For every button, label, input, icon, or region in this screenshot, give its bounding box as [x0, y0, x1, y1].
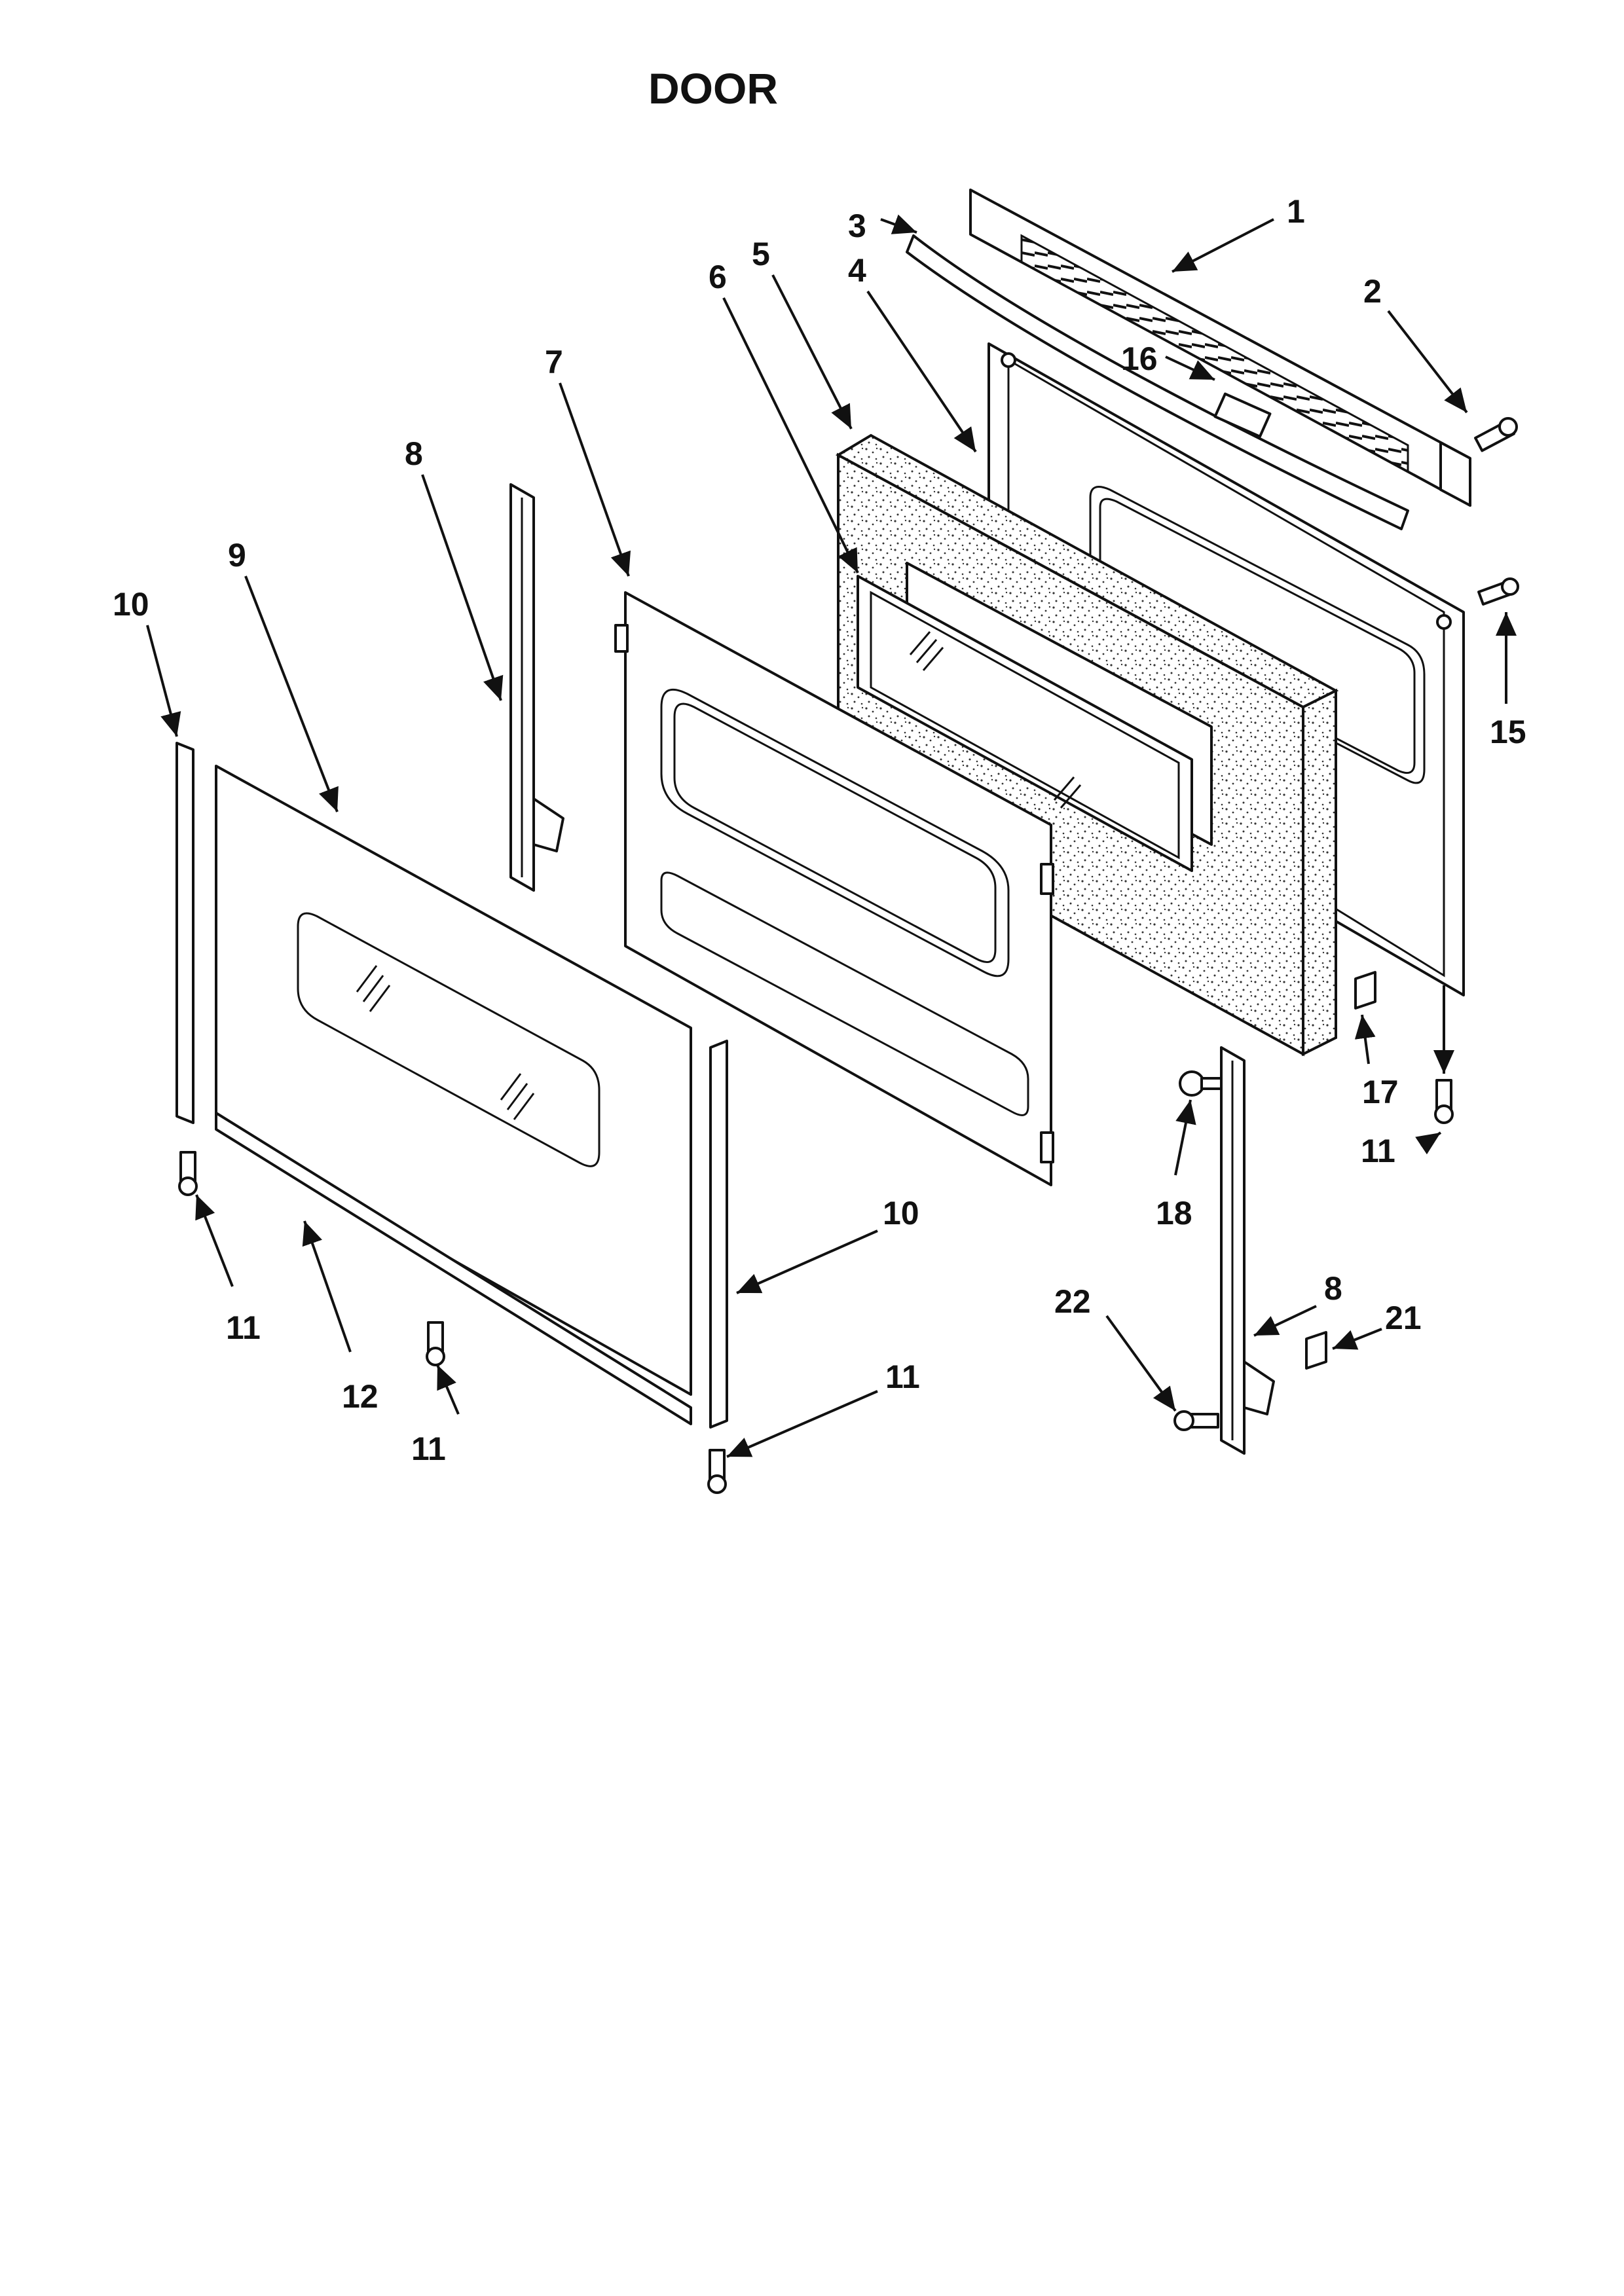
- callout-10-right: 10: [883, 1195, 919, 1231]
- part-17-clip: [1354, 971, 1376, 1010]
- callout-8-left: 8: [405, 435, 423, 472]
- callout-1: 1: [1287, 193, 1305, 230]
- callout-2: 2: [1363, 273, 1382, 310]
- callout-22: 22: [1054, 1283, 1091, 1320]
- part-12-bottom-trim: [215, 1112, 692, 1425]
- callout-17: 17: [1362, 1074, 1399, 1110]
- part-15-screw: [1477, 577, 1519, 606]
- callout-21: 21: [1385, 1300, 1422, 1336]
- callout-11-far-right: 11: [1361, 1133, 1395, 1169]
- callout-18: 18: [1156, 1195, 1192, 1231]
- callout-12: 12: [342, 1378, 378, 1415]
- part-10-left-side-trim: [175, 742, 194, 1124]
- callout-11-bottom: 11: [411, 1430, 446, 1467]
- leader-lines: [146, 214, 1517, 1458]
- part-11-screw-left: [178, 1151, 198, 1196]
- part-1-vent-trim: [969, 189, 1471, 507]
- part-10-right-side-trim: [709, 1040, 728, 1429]
- part-2-screw: [1473, 417, 1518, 452]
- callout-5: 5: [752, 236, 770, 272]
- callout-9: 9: [228, 537, 246, 574]
- part-8-left-hinge-bracket: [509, 483, 564, 892]
- callout-3: 3: [848, 208, 866, 244]
- callout-11-right: 11: [885, 1358, 920, 1395]
- diagram-title: DOOR: [648, 64, 778, 113]
- callout-labels: 1 2 3 4 5 6 7 8 8 9 10 10 11 11 11 11 12…: [113, 193, 1526, 1467]
- callout-11-left: 11: [226, 1309, 261, 1346]
- part-6-inner-glass: [857, 575, 1193, 872]
- part-11-screw-right: [707, 1449, 727, 1494]
- part-3-top-channel: [906, 234, 1409, 530]
- part-8-right-hinge-bracket: [1220, 1046, 1275, 1455]
- part-11-screw-far-right: [1434, 1079, 1454, 1124]
- part-22-screw: [1173, 1410, 1219, 1431]
- part-7-door-frame: [614, 591, 1054, 1186]
- callout-15: 15: [1490, 714, 1526, 750]
- part-11-screw-bottom: [426, 1321, 445, 1366]
- part-21-clip: [1305, 1331, 1327, 1370]
- callout-16: 16: [1121, 340, 1158, 377]
- part-18-stop: [1179, 1070, 1223, 1097]
- callout-7: 7: [545, 344, 563, 380]
- part-9-outer-glass: [215, 765, 692, 1396]
- callout-4: 4: [848, 252, 866, 289]
- callout-8-right: 8: [1324, 1270, 1342, 1307]
- callout-10-left: 10: [113, 586, 149, 623]
- part-16-label: [1213, 392, 1272, 438]
- callout-6: 6: [709, 259, 727, 295]
